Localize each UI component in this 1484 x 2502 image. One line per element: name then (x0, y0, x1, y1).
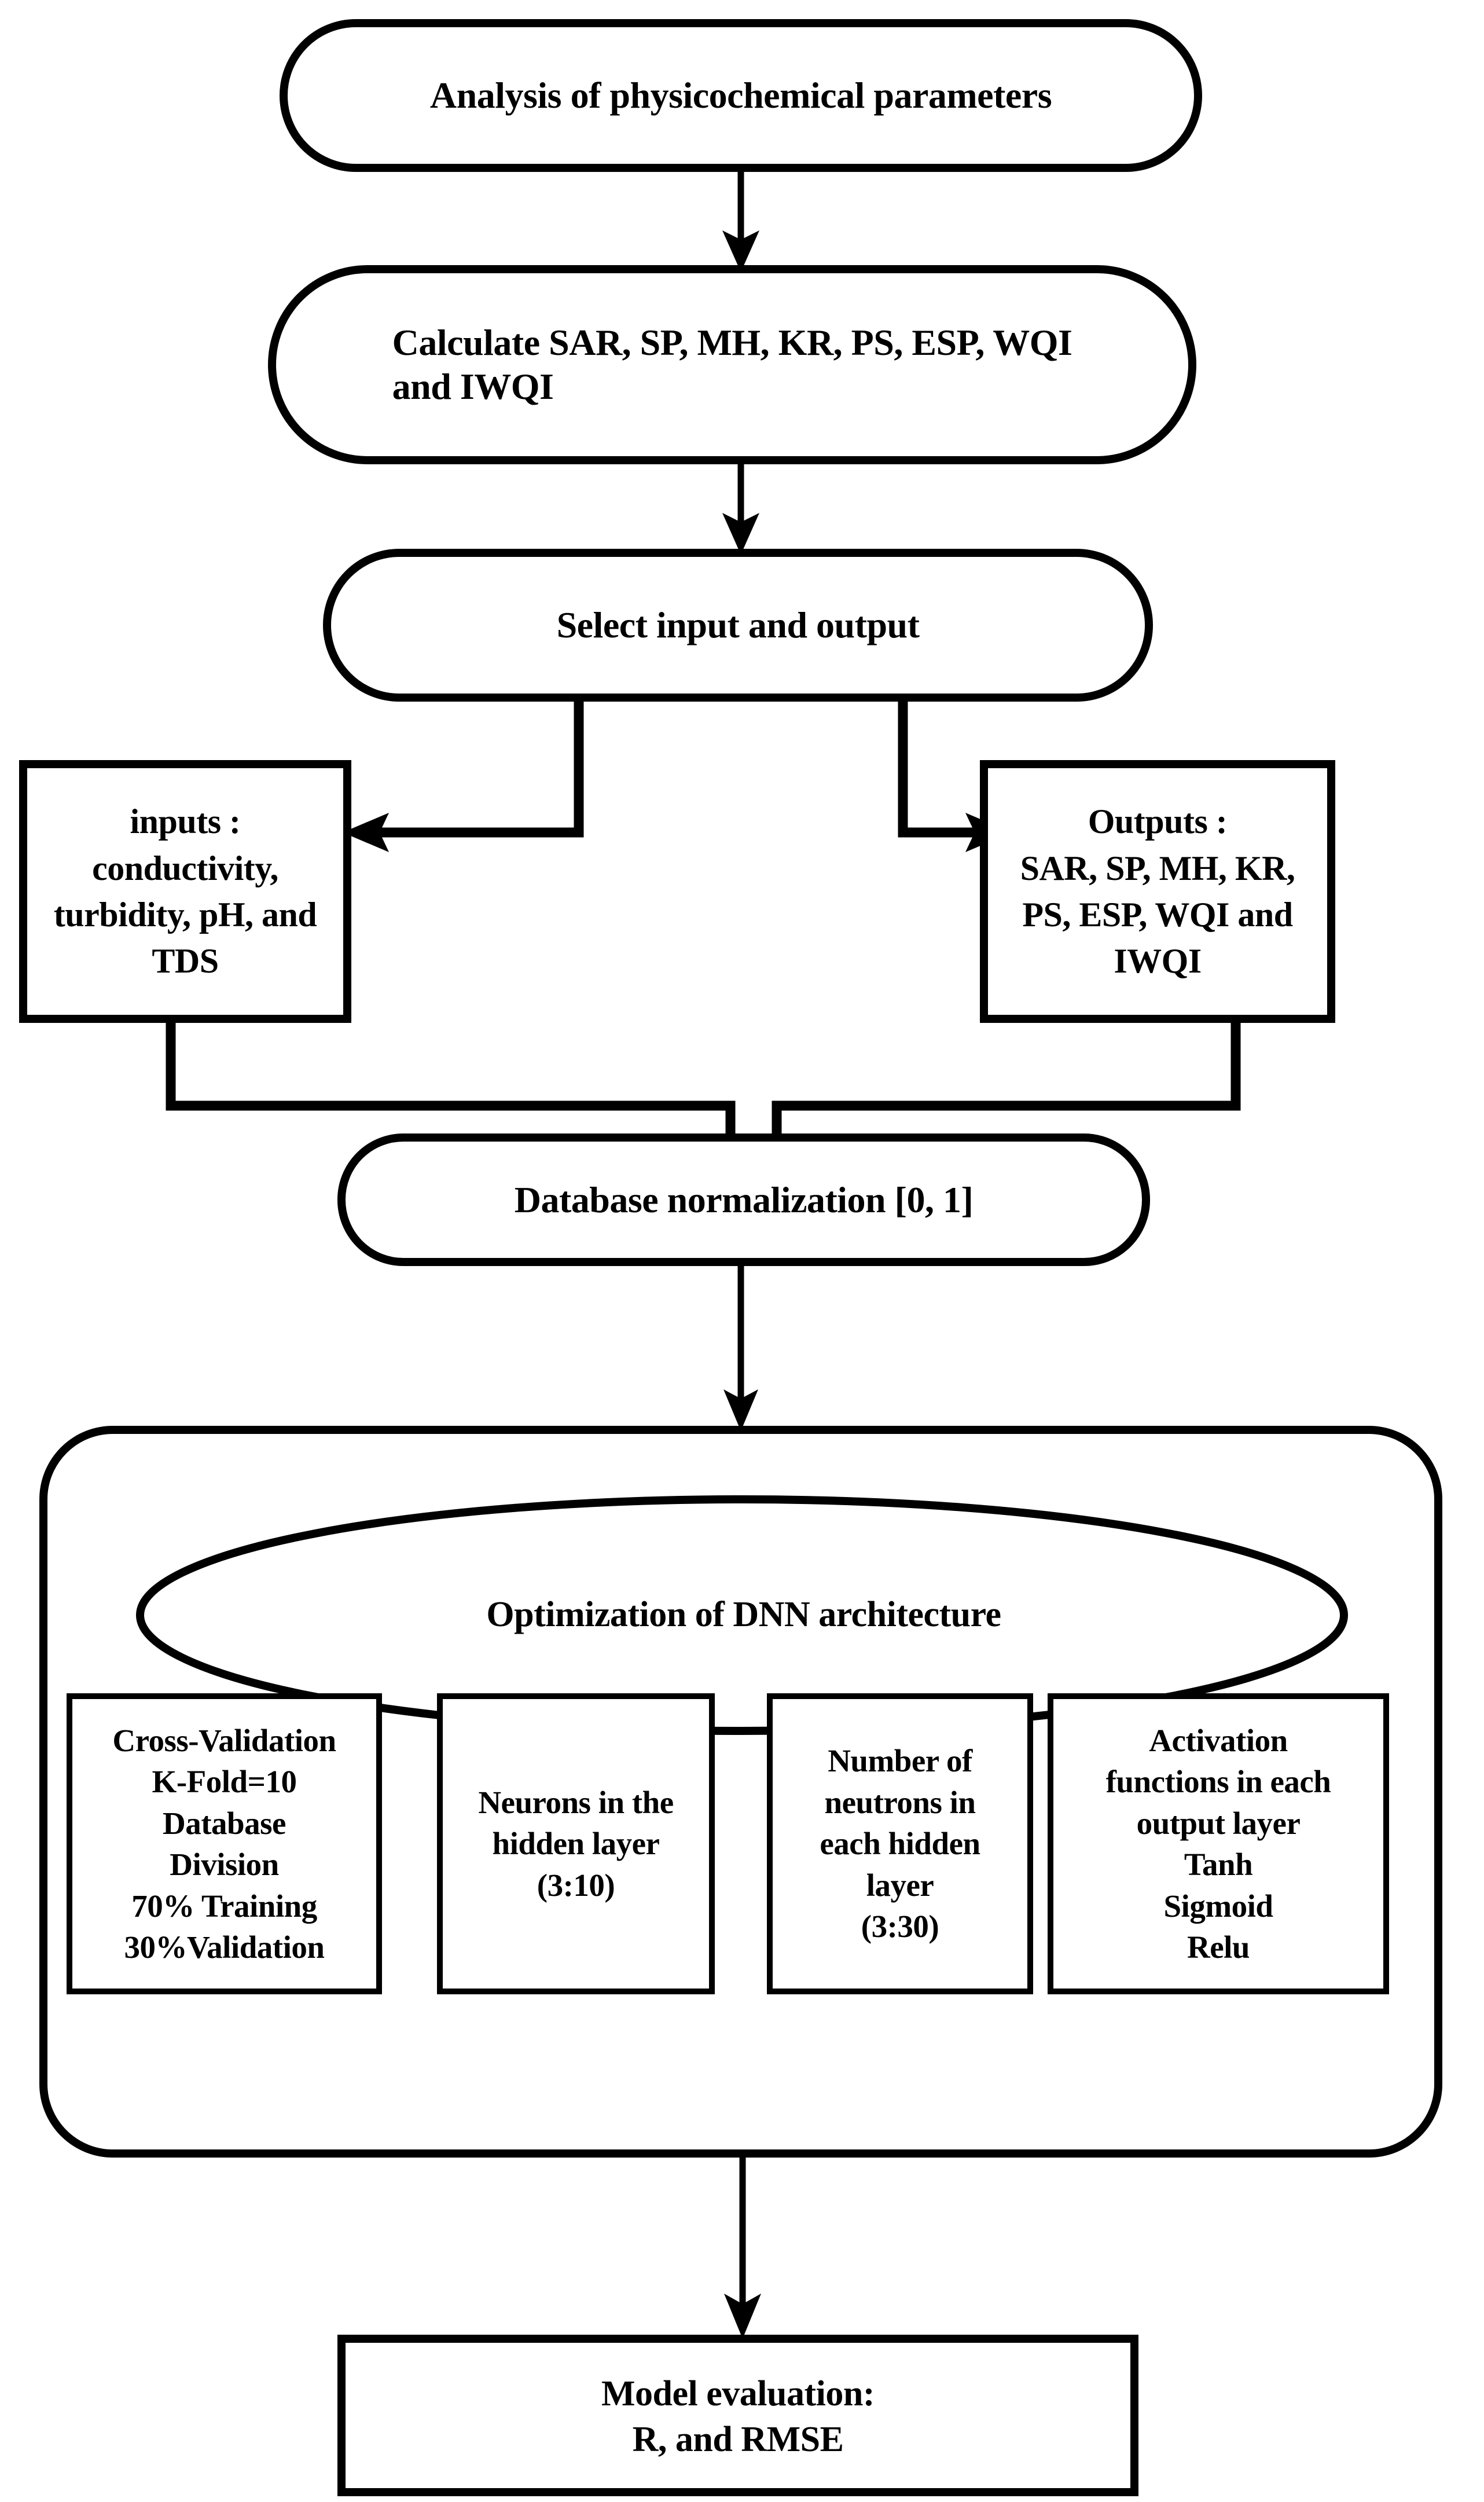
node-select-io-shape[interactable] (323, 549, 1153, 702)
connector-optimization-to-evaluation (724, 2154, 761, 2339)
optimization-box-2-shape[interactable] (437, 1693, 715, 1994)
optimization-box-3-shape[interactable] (767, 1693, 1033, 1994)
optimization-box-4-shape[interactable] (1048, 1693, 1389, 1994)
connector-analysis-to-calculate (722, 168, 759, 272)
connector-calculate-to-select (722, 460, 759, 555)
node-analysis-shape[interactable] (280, 19, 1202, 172)
node-model-evaluation-shape[interactable] (337, 2335, 1138, 2496)
node-outputs-box-shape[interactable] (980, 760, 1335, 1023)
connector-normalization-to-optimization (723, 1262, 758, 1431)
node-optimization-ellipse-shape[interactable] (136, 1495, 1348, 1735)
node-calculate-shape[interactable] (268, 265, 1196, 464)
optimization-box-1-shape[interactable] (67, 1693, 382, 1994)
node-inputs-box-shape[interactable] (19, 760, 351, 1023)
node-normalization-shape[interactable] (337, 1133, 1150, 1266)
connector-select-to-inputs (343, 698, 584, 852)
